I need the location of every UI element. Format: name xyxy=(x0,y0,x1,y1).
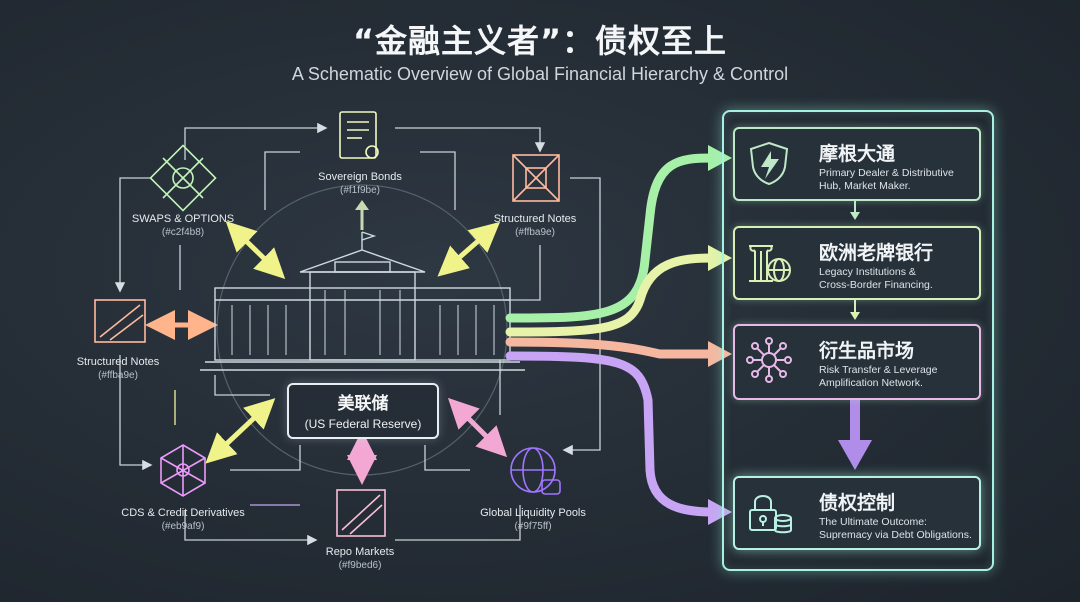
node-code: (#eb9af9) xyxy=(161,521,205,532)
node-name: Global Liquidity Pools xyxy=(480,507,586,519)
node-code: (#9f75ff) xyxy=(514,521,552,532)
card-desc-line1: Primary Dealer & Distributive xyxy=(819,167,954,179)
node-name: Structured Notes xyxy=(76,356,160,368)
up-arrow-head xyxy=(355,200,369,210)
node-structured-notes-top: Structured Notes (#ffba9e) xyxy=(475,212,595,240)
card-description: Legacy Institutions & Cross-Border Finan… xyxy=(819,266,933,292)
flow-arrows xyxy=(505,153,717,517)
diagram-subtitle: A Schematic Overview of Global Financial… xyxy=(291,64,789,84)
card-name: 摩根大通 xyxy=(819,143,896,165)
node-sovereign-bonds: Sovereign Bonds (#f1f9be) xyxy=(300,170,420,198)
hierarchy-arrows xyxy=(838,200,872,470)
node-global-liquidity-pools: Global Liquidity Pools (#9f75ff) xyxy=(468,506,598,534)
card-description: Risk Transfer & Leverage Amplification N… xyxy=(819,364,937,390)
card-desc-line2: Supremacy via Debt Obligations. xyxy=(819,529,972,541)
shield-bolt-icon xyxy=(749,141,789,186)
node-structured-notes-left: Structured Notes (#ffba9e) xyxy=(58,355,178,383)
card-desc-line1: The Ultimate Outcome: xyxy=(819,516,927,528)
hierarchy-card-debt-control: 债权控制 The Ultimate Outcome: Supremacy via… xyxy=(733,476,981,550)
node-code: (#ffba9e) xyxy=(98,370,138,381)
card-desc-line2: Cross-Border Financing. xyxy=(819,279,933,291)
node-code: (#f9bed6) xyxy=(338,560,382,571)
node-name: SWAPS & OPTIONS xyxy=(131,213,235,225)
arrows-cross-icon xyxy=(149,144,217,212)
network-cube-icon xyxy=(512,154,560,202)
fed-name-zh: 美联储 xyxy=(337,394,389,414)
card-desc-line2: Hub, Market Maker. xyxy=(819,180,911,192)
node-swaps-options: SWAPS & OPTIONS (#c2f4b8) xyxy=(118,212,248,240)
node-code: (#f1f9be) xyxy=(339,185,381,196)
hierarchy-card-european-banks: 欧洲老牌银行 Legacy Institutions & Cross-Borde… xyxy=(733,226,981,300)
hierarchy-card-derivatives-market: 衍生品市场 Risk Transfer & Leverage Amplifica… xyxy=(733,324,981,400)
hierarchy-card-jpmorgan: 摩根大通 Primary Dealer & Distributive Hub, … xyxy=(733,127,981,201)
card-name: 欧洲老牌银行 xyxy=(819,242,934,264)
node-cds: CDS & Credit Derivatives (#eb9af9) xyxy=(108,506,258,534)
flow-arrow-heads xyxy=(708,145,732,525)
hierarchy-panel xyxy=(722,110,994,571)
node-name: CDS & Credit Derivatives xyxy=(121,507,245,519)
card-desc-line1: Legacy Institutions & xyxy=(819,266,916,278)
globe-coins-icon xyxy=(510,447,561,495)
node-code: (#c2f4b8) xyxy=(161,227,205,238)
card-desc-line2: Amplification Network. xyxy=(819,377,923,389)
card-name: 债权控制 xyxy=(819,492,896,514)
federal-reserve-box: 美联储 (US Federal Reserve) xyxy=(287,383,439,439)
card-name: 衍生品市场 xyxy=(819,340,915,362)
network-graph-icon xyxy=(160,444,206,497)
diagram-title: “金融主义者”：债权至上 xyxy=(352,22,728,60)
fed-name-en: (US Federal Reserve) xyxy=(304,417,422,431)
node-name: Sovereign Bonds xyxy=(318,171,402,183)
federal-reserve-building-icon xyxy=(200,231,525,371)
node-name: Structured Notes xyxy=(493,213,577,225)
document-seal-icon xyxy=(339,111,379,159)
column-globe-icon xyxy=(749,245,791,282)
node-code: (#ffba9e) xyxy=(515,227,555,238)
diagonal-transfer-icon xyxy=(94,299,146,343)
bidirectional-arrows xyxy=(145,206,508,485)
card-desc-line1: Risk Transfer & Leverage xyxy=(819,364,938,376)
lock-coins-icon xyxy=(749,495,792,534)
repo-arrows-icon xyxy=(336,489,386,537)
network-node-icon xyxy=(746,337,792,383)
node-repo-markets: Repo Markets (#f9bed6) xyxy=(300,545,420,573)
node-name: Repo Markets xyxy=(325,546,395,558)
card-description: The Ultimate Outcome: Supremacy via Debt… xyxy=(819,516,972,542)
connector-lines xyxy=(114,122,601,546)
card-description: Primary Dealer & Distributive Hub, Marke… xyxy=(819,167,954,193)
